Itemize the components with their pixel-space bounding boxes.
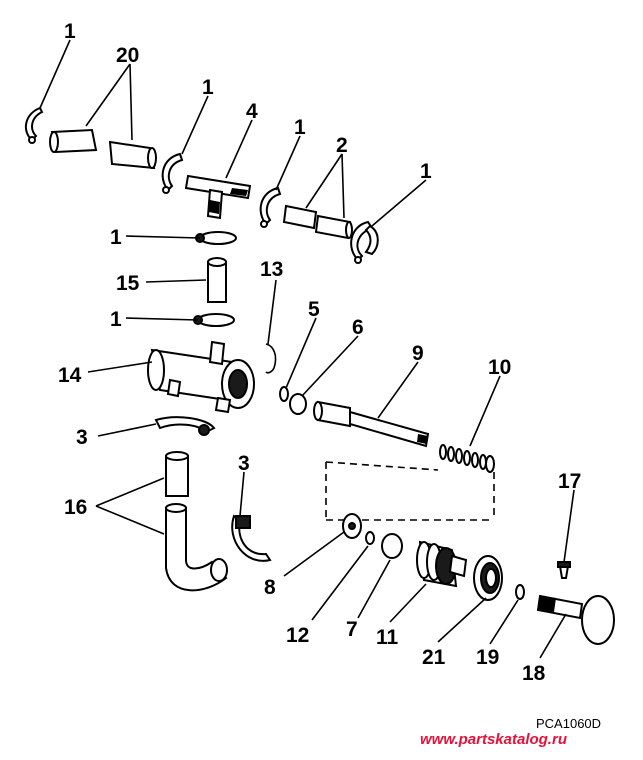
valve-body-11 [416,540,468,588]
hose-20-left [49,128,98,154]
hose-clamp-1c [259,186,282,228]
o-ring-12 [365,531,375,545]
hose-clamp-1a [24,106,44,144]
diagram-code: PCA1060D [536,716,601,731]
o-ring-6 [289,393,307,415]
hose-2-right [314,214,353,240]
callout-1: 1 [64,20,76,43]
hose-clamp-1d [350,220,379,264]
callout-16: 16 [64,496,87,519]
callout-7: 7 [346,618,358,641]
housing-14 [147,340,255,414]
seal-21 [473,555,503,601]
hose-20-right [108,140,157,170]
o-ring-19 [515,584,525,600]
callout-14: 14 [58,364,82,387]
callout-11: 11 [376,626,399,649]
hose-clamp-1b [161,152,184,194]
callout-6: 6 [352,316,364,339]
callout-21: 21 [422,646,446,669]
small-clamp-1e [195,231,237,245]
callout-1: 1 [202,76,214,99]
hose-clamp-3a [154,416,216,436]
leader-lines [39,39,575,659]
hose-16-lower [165,503,228,592]
tee-fitting-4 [184,174,252,220]
watermark: www.partskatalog.ru [420,731,567,748]
small-clamp-1f [193,313,235,327]
hose-2-left [282,204,318,230]
callout-17: 17 [558,470,581,493]
hose-clamp-3b [231,514,272,562]
callout-18: 18 [522,662,546,685]
o-ring-7 [381,533,403,559]
callout-9: 9 [412,342,424,365]
hose-15 [207,257,227,303]
spring-10 [439,444,495,473]
callout-3: 3 [76,426,88,449]
callout-19: 19 [476,646,499,669]
callout-10: 10 [488,356,511,379]
callout-1: 1 [110,226,122,249]
callout-3: 3 [238,452,250,475]
callout-12: 12 [286,624,309,647]
callout-8: 8 [264,576,276,599]
callout-20: 20 [116,44,139,67]
callout-5: 5 [308,298,320,321]
callout-1: 1 [420,160,432,183]
callout-1: 1 [110,308,122,331]
screw-17 [557,561,571,579]
callout-15: 15 [116,272,140,295]
hose-16-upper [165,451,189,497]
clip-13 [265,343,277,374]
callout-13: 13 [260,258,283,281]
o-ring-5 [279,386,289,402]
callout-2: 2 [336,134,348,157]
knob-18 [536,594,615,645]
callout-4: 4 [246,100,258,123]
callout-1: 1 [294,116,306,139]
shaft-9 [313,400,430,448]
dashed-group-outline [325,461,495,521]
washer-8 [342,513,362,539]
